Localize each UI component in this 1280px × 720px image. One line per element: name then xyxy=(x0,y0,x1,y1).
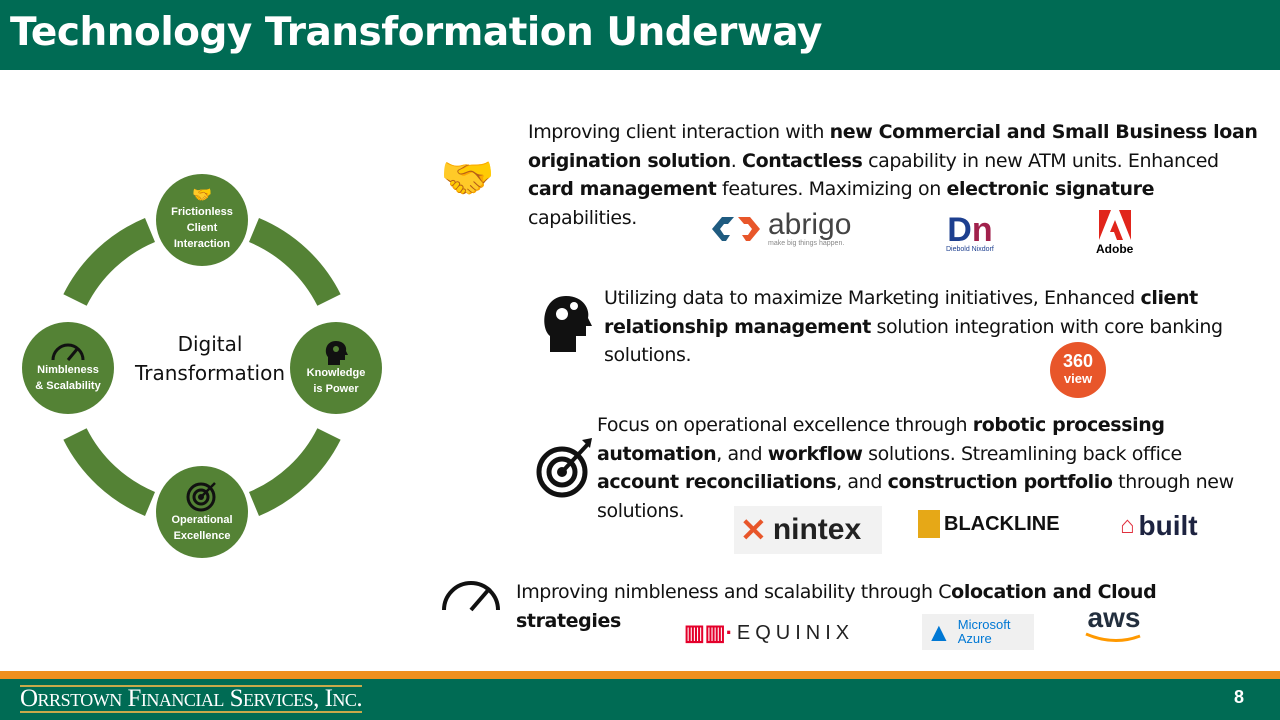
node-label: Client xyxy=(186,222,218,234)
operational-excellence-text: Focus on operational excellence through … xyxy=(597,411,1267,525)
text: . xyxy=(730,149,743,172)
equinix-logo: ▥▥·EQUINIX xyxy=(684,620,855,645)
adobe-logo: Adobe xyxy=(1096,208,1133,256)
footer-accent-bar xyxy=(0,671,1280,679)
text-bold: Contactless xyxy=(742,149,863,172)
handshake-icon: 🤝 xyxy=(440,154,495,203)
built-logo: ⌂built xyxy=(1120,510,1198,541)
text-bold: account reconciliations xyxy=(597,471,837,493)
logo-text: nintex xyxy=(772,513,862,546)
text: Improving nimbleness and scalability thr… xyxy=(516,581,952,603)
arc xyxy=(248,218,341,307)
footer: Orrstown Financial Services, Inc. 8 xyxy=(0,679,1280,720)
node-label: Interaction xyxy=(173,238,231,250)
head-gears-icon xyxy=(325,341,348,365)
node-label: is Power xyxy=(313,383,359,395)
data-marketing-text: Utilizing data to maximize Marketing ini… xyxy=(604,284,1264,370)
text: capability in new ATM units. Enhanced xyxy=(862,149,1219,172)
node-label: & Scalability xyxy=(35,380,101,392)
text-bold: olocation and Cloud strategies xyxy=(516,581,1157,632)
text: features. Maximizing on xyxy=(716,178,947,200)
nimbleness-text: Improving nimbleness and scalability thr… xyxy=(516,578,1216,635)
aws-logo: aws xyxy=(1084,604,1144,644)
text: through new solutions. xyxy=(597,471,1234,522)
text: solutions. Streamlining back office xyxy=(862,442,1182,465)
arc xyxy=(63,218,156,307)
handshake-icon: 🤝 xyxy=(192,187,212,204)
text-bold: client relationship management xyxy=(604,287,1198,338)
logo-text: Azure xyxy=(957,631,992,646)
text: capabilities. xyxy=(528,206,637,229)
logo-text: EQUINIX xyxy=(736,621,855,644)
node-label: Knowledge xyxy=(306,367,366,379)
logo-text: 360 xyxy=(1062,351,1094,371)
text-bold: construction portfolio xyxy=(887,471,1113,493)
adobe-wordmark: Adobe xyxy=(1096,242,1134,256)
arc xyxy=(63,427,156,516)
speedometer-icon xyxy=(51,343,85,361)
text: solution integration with core banking s… xyxy=(604,315,1223,367)
head-gears-icon xyxy=(544,296,592,352)
title-bar: Technology Transformation Underway xyxy=(0,0,1280,70)
company-logo: Orrstown Financial Services, Inc. xyxy=(20,685,363,713)
abrigo-tagline: make big things happen. xyxy=(768,240,845,247)
logo-text: aws xyxy=(1087,602,1141,633)
logo-text: BLACKLINE xyxy=(944,512,1060,535)
abrigo-wordmark: abrigo xyxy=(768,208,852,241)
node-label: Operational xyxy=(171,514,233,526)
text-bold: card management xyxy=(528,178,717,200)
text: Utilizing data to maximize Marketing ini… xyxy=(604,287,1141,309)
text: , and xyxy=(716,442,768,465)
logo-text: built xyxy=(1138,510,1198,541)
text-bold: robotic processing automation xyxy=(597,414,1165,465)
node-knowledge-is-power: Knowledge is Power xyxy=(290,322,382,414)
target-icon xyxy=(186,482,216,512)
node-label: Excellence xyxy=(173,530,231,542)
target-icon xyxy=(536,438,592,498)
text: Focus on operational excellence through xyxy=(597,414,973,436)
blackline-logo: BLACKLINE xyxy=(918,510,1060,538)
nintex-logo: ✕nintex xyxy=(734,506,882,554)
text-bold: workflow xyxy=(767,442,863,465)
center-line: Transformation xyxy=(134,361,286,385)
text-bold: electronic signature xyxy=(946,178,1155,200)
diebold-wordmark: Diebold Nixdorf xyxy=(946,246,994,253)
speedometer-icon xyxy=(442,581,500,612)
logo-text: Microsoft xyxy=(957,617,1011,632)
page-number: 8 xyxy=(1233,687,1244,707)
center-line: Digital xyxy=(177,332,243,356)
client-interaction-text: Improving client interaction with new Co… xyxy=(528,118,1268,232)
text: Improving client interaction with xyxy=(528,121,830,143)
text: , and xyxy=(836,471,888,493)
logo-text: view xyxy=(1063,371,1093,386)
arc xyxy=(248,427,341,516)
node-label: Nimbleness xyxy=(37,364,99,376)
text-bold: new Commercial and Small Business loan o… xyxy=(528,121,1258,172)
ring-arcs xyxy=(63,218,341,516)
node-nimbleness-scalability: Nimbleness & Scalability xyxy=(22,322,114,414)
node-label: Frictionless xyxy=(171,206,233,218)
slide-title: Technology Transformation Underway xyxy=(10,10,822,55)
